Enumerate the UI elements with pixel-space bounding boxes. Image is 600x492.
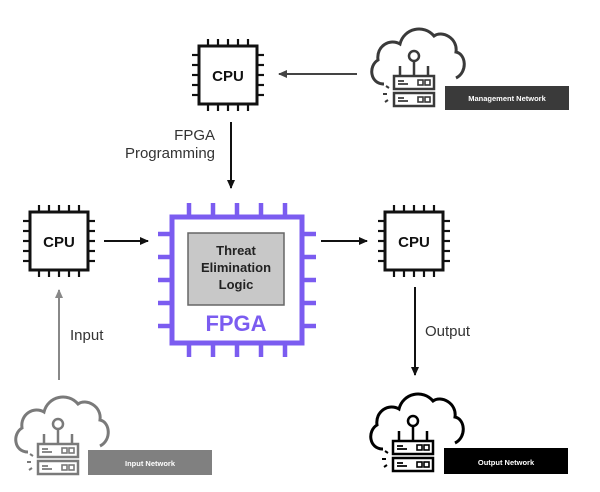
logic-line-2: Elimination xyxy=(201,260,271,275)
management-network-label-bg xyxy=(445,86,569,110)
cpu-right-label: CPU xyxy=(398,234,430,251)
output-network-label-bg xyxy=(444,448,568,474)
antenna-node xyxy=(51,417,65,431)
input-network-node: Input Network xyxy=(14,395,212,476)
output-label: Output xyxy=(425,323,471,340)
server-unit xyxy=(392,91,436,108)
cloud-server-icon xyxy=(370,27,466,108)
fpga-node: Threat Elimination Logic FPGA xyxy=(158,203,316,357)
server-unit xyxy=(391,439,435,456)
fpga-programming-label-line-2: Programming xyxy=(125,145,215,162)
logic-line-1: Threat xyxy=(216,243,256,258)
server-unit xyxy=(36,442,80,459)
server-unit xyxy=(36,459,80,476)
cloud-outline xyxy=(369,392,465,451)
cloud-outline xyxy=(370,27,466,86)
threat-elimination-logic-box xyxy=(187,232,285,306)
antenna-node xyxy=(407,49,421,63)
cpu-top-node: CPU xyxy=(192,39,264,111)
input-label: Input xyxy=(70,327,104,344)
cpu-right-node: CPU xyxy=(378,205,450,277)
logic-line-3: Logic xyxy=(219,277,254,292)
server-unit xyxy=(391,456,435,473)
cpu-left-node: CPU xyxy=(23,205,95,277)
input-network-label: Input Network xyxy=(125,459,176,468)
cpu-top-label: CPU xyxy=(212,68,244,85)
antenna-node xyxy=(406,414,420,428)
cloud-server-icon xyxy=(369,392,465,473)
management-network-node: Management Network xyxy=(370,27,569,110)
output-network-node: Output Network xyxy=(369,392,568,474)
cpu-left-label: CPU xyxy=(43,234,75,251)
cloud-server-icon xyxy=(14,395,110,476)
cloud-outline xyxy=(14,395,110,454)
output-network-label: Output Network xyxy=(478,458,535,467)
management-network-label: Management Network xyxy=(468,94,546,103)
server-unit xyxy=(392,74,436,91)
fpga-programming-label-line-1: FPGA xyxy=(174,127,215,144)
fpga-label: FPGA xyxy=(205,311,266,336)
input-network-label-bg xyxy=(88,450,212,475)
